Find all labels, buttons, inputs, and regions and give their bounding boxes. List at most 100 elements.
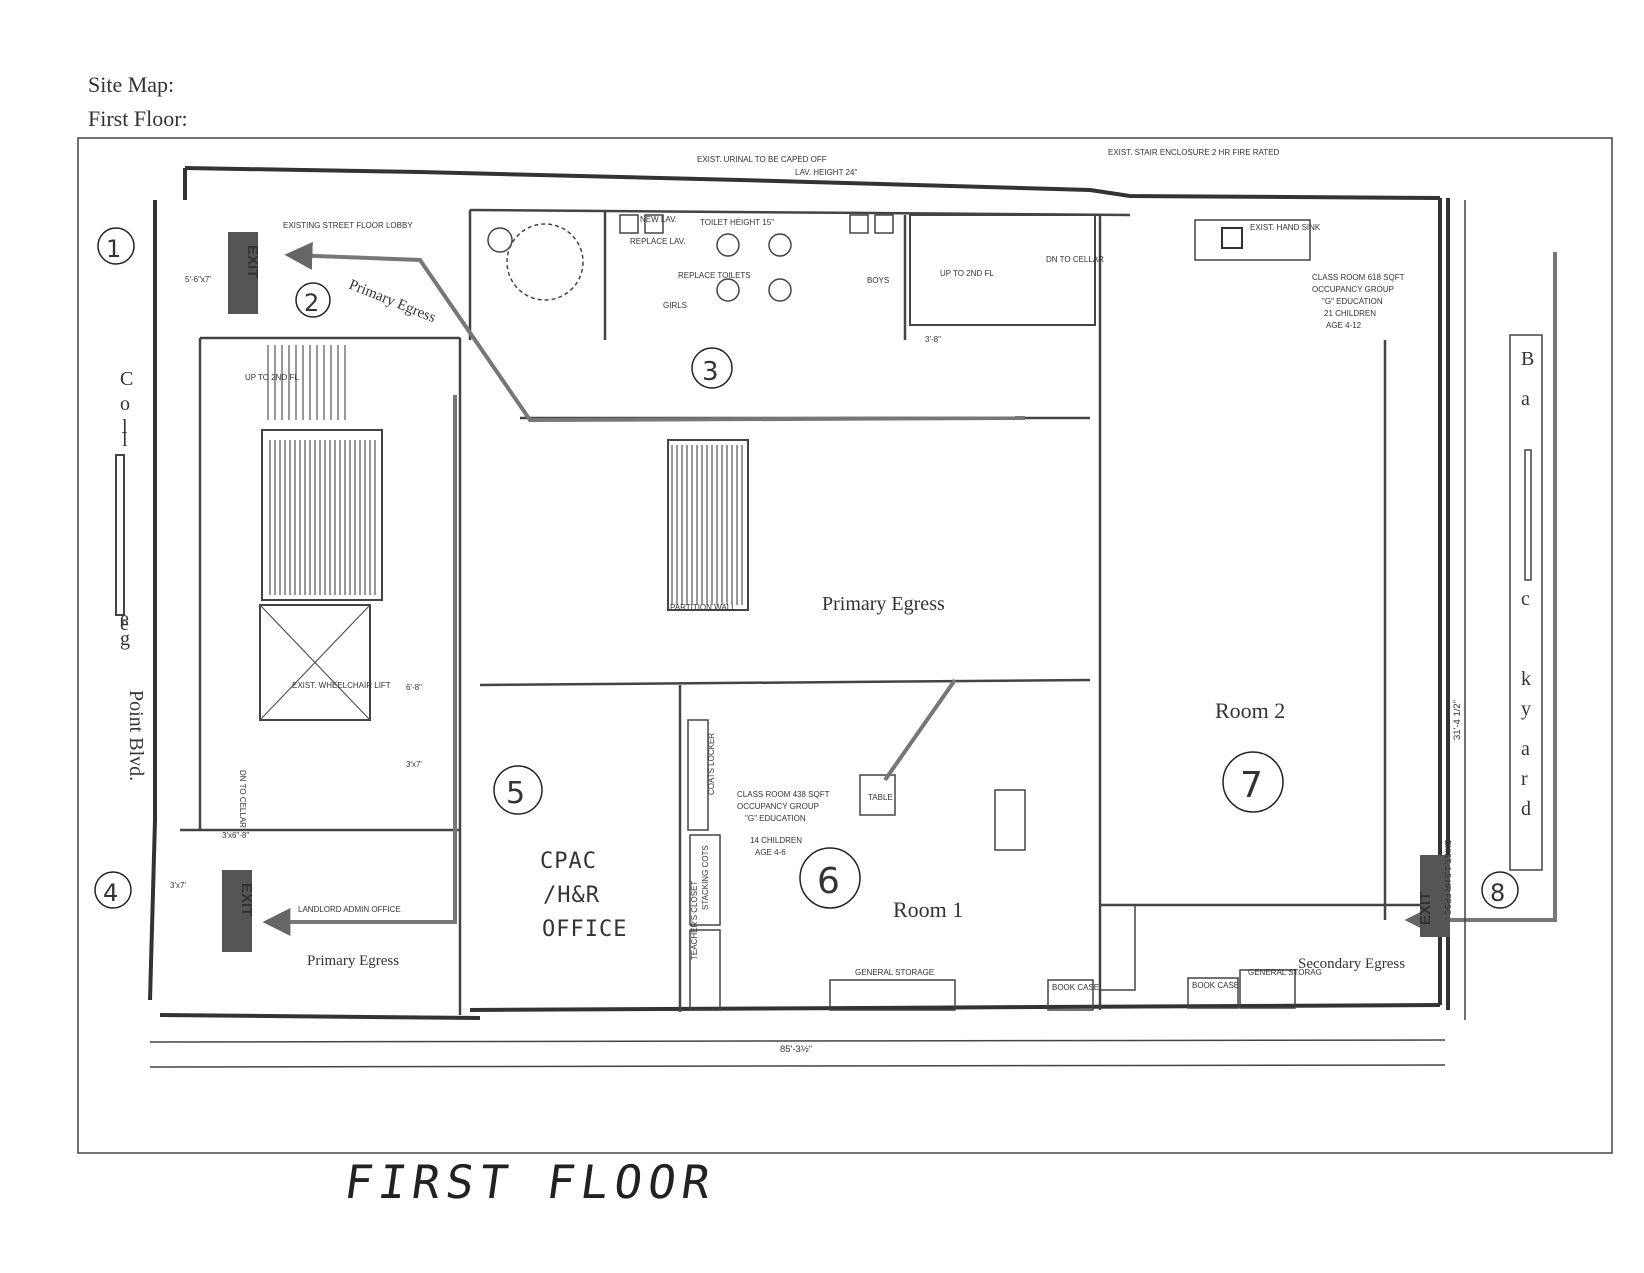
wheelchair-lift-box — [259, 604, 371, 721]
svg-text:BOOK CASE: BOOK CASE — [1192, 981, 1239, 990]
room-1-label: Room 1 — [893, 897, 963, 922]
primary-egress-top-label: Primary Egress — [347, 277, 439, 326]
secondary-egress-label: Secondary Egress — [1298, 956, 1405, 972]
marker-4: 4 — [94, 871, 132, 909]
svg-text:C: C — [120, 368, 133, 390]
svg-text:TOILET HEIGHT 15": TOILET HEIGHT 15" — [700, 218, 774, 227]
first-floor-label: First Floor: — [88, 106, 188, 131]
svg-text:g: g — [120, 628, 130, 650]
svg-text:6: 6 — [817, 861, 840, 902]
svg-text:EXIST. HAND SINK: EXIST. HAND SINK — [1250, 223, 1321, 232]
college-point-strip — [115, 454, 125, 616]
svg-text:4: 4 — [103, 879, 118, 907]
svg-text:GIRLS: GIRLS — [663, 301, 687, 310]
svg-text:3'x7': 3'x7' — [170, 881, 186, 890]
office-label: OFFICE — [542, 917, 627, 942]
svg-text:EXIST. URINAL TO BE CAPED OFF: EXIST. URINAL TO BE CAPED OFF — [697, 155, 827, 164]
svg-text:o: o — [120, 393, 130, 415]
room-2-label: Room 2 — [1215, 698, 1285, 723]
svg-text:7: 7 — [1240, 765, 1263, 806]
svg-text:6'-8": 6'-8" — [406, 683, 422, 692]
svg-text:REPLACE LAV.: REPLACE LAV. — [630, 237, 686, 246]
svg-text:NEW LAV.: NEW LAV. — [640, 215, 677, 224]
svg-text:a: a — [1521, 738, 1530, 760]
svg-text:COATS LOCKER: COATS LOCKER — [707, 733, 716, 795]
svg-text:3'x6"-8": 3'x6"-8" — [222, 831, 249, 840]
plan-notes: EXISTING STREET FLOOR LOBBY EXIST. URINA… — [170, 148, 1463, 1055]
svg-text:GENERAL STORAG: GENERAL STORAG — [1248, 968, 1322, 977]
primary-egress-center-label: Primary Egress — [822, 593, 945, 615]
marker-2: 2 — [295, 282, 331, 318]
svg-text:8: 8 — [1490, 879, 1505, 907]
svg-text:LAV. HEIGHT 24": LAV. HEIGHT 24" — [795, 168, 857, 177]
svg-text:EXIST. WHEELCHAIR LIFT: EXIST. WHEELCHAIR LIFT — [292, 681, 391, 690]
svg-text:DN TO CELLAR: DN TO CELLAR — [238, 770, 247, 828]
marker-1: 1 — [97, 227, 135, 265]
svg-text:LANDLORD ADMIN OFFICE: LANDLORD ADMIN OFFICE — [298, 905, 401, 914]
svg-text:EXIST. 1.5 HR FPSC: EXIST. 1.5 HR FPSC — [1443, 840, 1452, 915]
svg-text:5'-6"x7': 5'-6"x7' — [185, 275, 211, 284]
svg-text:85'-3½": 85'-3½" — [780, 1044, 812, 1055]
marker-3: 3 — [691, 347, 733, 389]
restroom-fixtures — [487, 214, 894, 302]
svg-text:STACKING COTS: STACKING COTS — [701, 845, 710, 910]
stair-hatching — [267, 345, 743, 605]
svg-text:31'-4 1/2": 31'-4 1/2" — [1452, 700, 1463, 740]
svg-text:a: a — [1521, 388, 1530, 410]
svg-text:k: k — [1521, 668, 1531, 690]
cpac-label: CPAC — [540, 849, 597, 874]
exit-sign-top-left: EXIT — [228, 232, 261, 314]
partition-block — [667, 439, 749, 611]
exit-sign-right: EXIT — [1417, 855, 1450, 937]
svg-text:e: e — [120, 613, 129, 635]
svg-text:3'x7': 3'x7' — [406, 760, 422, 769]
svg-text:CLASS ROOM 438 SQFT: CLASS ROOM 438 SQFT — [737, 790, 830, 799]
svg-text:y: y — [1521, 698, 1531, 720]
svg-text:2: 2 — [304, 289, 319, 317]
svg-text:1: 1 — [106, 235, 121, 263]
svg-text:3'-8": 3'-8" — [925, 335, 941, 344]
svg-text:5: 5 — [506, 776, 525, 811]
sheet-frame — [77, 137, 1613, 1154]
svg-text:EXISTING STREET FLOOR LOBBY: EXISTING STREET FLOOR LOBBY — [283, 221, 413, 230]
svg-text:BOOK CASE: BOOK CASE — [1052, 983, 1099, 992]
svg-text:l: l — [122, 416, 128, 438]
svg-text:PARTITION WALL: PARTITION WALL — [670, 603, 736, 612]
svg-text:EXIT: EXIT — [238, 883, 255, 916]
svg-text:21 CHILDREN: 21 CHILDREN — [1324, 309, 1376, 318]
svg-text:UP TO 2ND FL: UP TO 2ND FL — [940, 269, 994, 278]
svg-text:BOYS: BOYS — [867, 276, 889, 285]
primary-egress-bottom-label: Primary Egress — [307, 953, 399, 969]
svg-text:l: l — [122, 429, 128, 451]
marker-6: 6 — [799, 847, 861, 909]
svg-text:r: r — [1521, 768, 1528, 790]
svg-text:"G" EDUCATION: "G" EDUCATION — [745, 814, 806, 823]
svg-text:TABLE: TABLE — [868, 793, 893, 802]
stair-enclosure — [909, 214, 1096, 326]
svg-text:OCCUPANCY GROUP: OCCUPANCY GROUP — [1312, 285, 1394, 294]
site-map-label: Site Map: — [88, 72, 175, 97]
svg-text:UP TO 2ND FL: UP TO 2ND FL — [245, 373, 299, 382]
svg-text:OCCUPANCY GROUP: OCCUPANCY GROUP — [737, 802, 819, 811]
svg-text:"G" EDUCATION: "G" EDUCATION — [1322, 297, 1383, 306]
svg-text:B: B — [1521, 348, 1534, 370]
svg-text:DN TO CELLAR: DN TO CELLAR — [1046, 255, 1104, 264]
backyard-label: B a c k y a r d — [1521, 348, 1534, 820]
svg-text:e: e — [120, 608, 129, 630]
svg-text:EXIT: EXIT — [1417, 892, 1434, 925]
svg-text:3: 3 — [702, 357, 719, 387]
egress-routes — [262, 241, 1557, 936]
svg-text:GENERAL STORAGE: GENERAL STORAGE — [855, 968, 934, 977]
hand-sink-box — [1194, 219, 1311, 261]
svg-text:Point Blvd.: Point Blvd. — [125, 690, 147, 781]
college-point-blvd-label: C o l l e g e Point Blvd. — [120, 368, 147, 781]
dimension-lines — [149, 200, 1466, 1068]
svg-text:TEACHER'S CLOSET: TEACHER'S CLOSET — [690, 881, 699, 960]
svg-text:14 CHILDREN: 14 CHILDREN — [750, 836, 802, 845]
marker-8: 8 — [1481, 871, 1519, 909]
furniture — [687, 719, 1296, 1011]
exit-sign-bottom-left: EXIT — [222, 870, 255, 952]
stair-block-left — [261, 429, 383, 601]
backyard-strip — [1509, 334, 1543, 871]
